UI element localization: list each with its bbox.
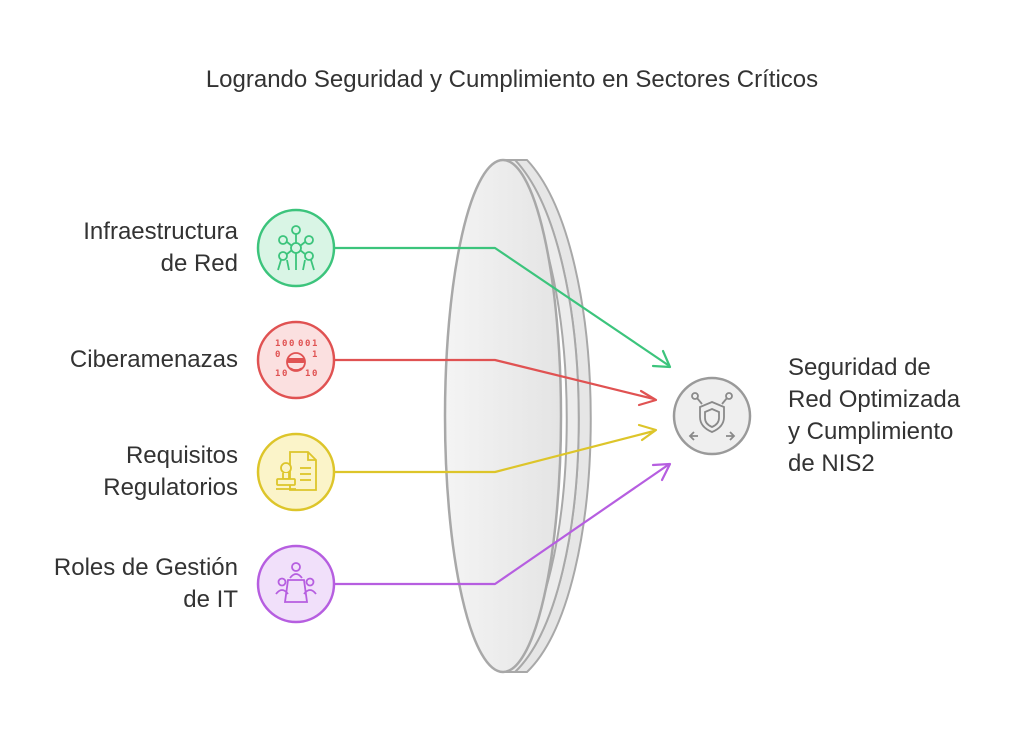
label-line: Seguridad de xyxy=(788,354,931,381)
label-line: y Cumplimiento xyxy=(788,418,954,445)
label-ciberamenazas: Ciberamenazas xyxy=(70,344,238,376)
svg-text:0: 0 xyxy=(298,339,303,349)
label-line: Requisitos xyxy=(125,442,238,469)
network-node xyxy=(256,208,336,288)
svg-text:1: 1 xyxy=(312,350,317,360)
svg-text:1: 1 xyxy=(305,369,310,379)
svg-text:0: 0 xyxy=(282,339,287,349)
label-line: Ciberamenazas xyxy=(69,346,238,373)
svg-text:1: 1 xyxy=(275,369,280,379)
connector-purple xyxy=(333,463,670,586)
label-output: Seguridad de Red Optimizada y Cumplimien… xyxy=(788,352,960,480)
output-node xyxy=(672,376,752,456)
lens xyxy=(443,158,592,674)
label-line: Regulatorios xyxy=(103,474,238,501)
label-roles-de-gestion-de-it: Roles de Gestión de IT xyxy=(54,552,238,616)
lens-mid xyxy=(500,159,580,673)
connector-green xyxy=(333,246,670,367)
diagram-title: Logrando Seguridad y Cumplimiento en Sec… xyxy=(205,66,819,93)
arrowhead-yellow xyxy=(637,423,658,442)
connector-yellow xyxy=(333,429,656,474)
label-line: de NIS2 xyxy=(788,450,875,477)
label-infraestructura-de-red: Infraestructura de Red xyxy=(83,216,238,280)
label-line: Roles de Gestión xyxy=(53,554,238,581)
connector-red xyxy=(333,358,656,401)
label-line: Red Optimizada xyxy=(788,386,961,413)
label-line: de IT xyxy=(183,586,238,613)
shield-network-icon xyxy=(688,392,736,441)
arrowhead-green xyxy=(651,349,672,369)
label-requisitos-regulatorios: Requisitos Regulatorios xyxy=(103,440,238,504)
svg-text:0: 0 xyxy=(312,369,317,379)
svg-text:0: 0 xyxy=(305,339,310,349)
svg-text:0: 0 xyxy=(289,339,294,349)
svg-text:0: 0 xyxy=(282,369,287,379)
roles-node xyxy=(256,544,336,624)
svg-text:1: 1 xyxy=(312,339,317,349)
svg-text:1: 1 xyxy=(275,339,280,349)
network-icon xyxy=(277,225,315,271)
team-meeting-icon xyxy=(275,562,317,603)
lens-front xyxy=(443,158,563,674)
stamp-document-icon xyxy=(276,451,317,491)
svg-text:0: 0 xyxy=(275,350,280,360)
arrowhead-red xyxy=(637,389,658,407)
regulation-node xyxy=(256,432,336,512)
label-line: Infraestructura xyxy=(83,218,238,245)
arrowhead-purple xyxy=(651,462,672,482)
label-line: de Red xyxy=(160,250,238,277)
